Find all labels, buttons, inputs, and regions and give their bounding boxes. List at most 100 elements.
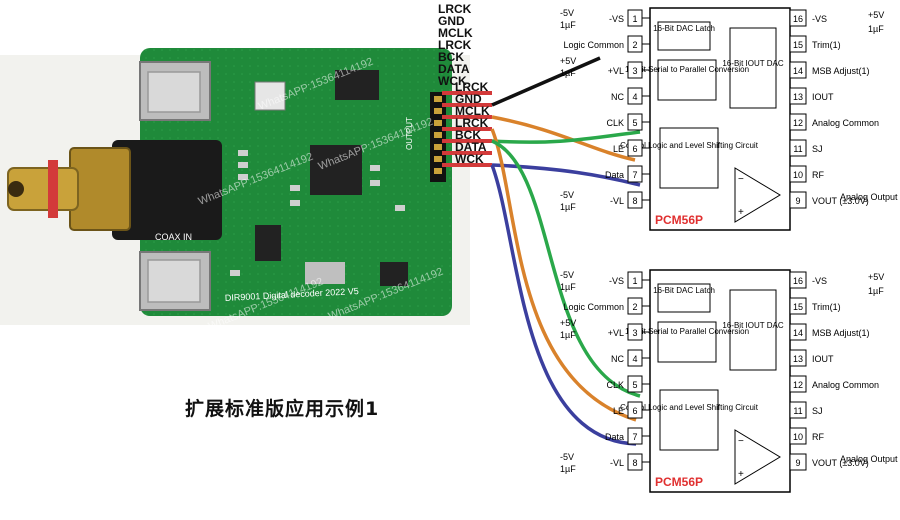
pcm56p-chip-2: − + 16-Bit DAC Latch 16-Bit Serial to Pa… <box>620 269 791 493</box>
pin-number: 16 <box>793 276 803 286</box>
ic <box>335 70 379 100</box>
wire-label: LRCK <box>455 116 489 130</box>
supply-label: 1µF <box>560 20 576 30</box>
pin-box <box>789 323 807 341</box>
pin-stubs <box>442 91 492 167</box>
analog-output-label: Analog Output <box>840 192 898 202</box>
pin-box <box>789 35 807 53</box>
pin-number: 3 <box>632 66 637 76</box>
pin-label: +VL <box>608 66 624 76</box>
pin-label: RF <box>812 170 824 180</box>
wire-label: BCK <box>455 128 481 142</box>
supply-label: -5V <box>560 452 574 462</box>
pin-number: 11 <box>793 144 802 154</box>
pin-box <box>789 191 807 209</box>
pin-label: -VL <box>610 458 624 468</box>
pin-number: 4 <box>632 354 637 364</box>
pin-number: 3 <box>632 328 637 338</box>
pin-label: LE <box>613 406 624 416</box>
pin-label: Logic Common <box>563 302 624 312</box>
output-header <box>430 92 446 182</box>
pin-number: 12 <box>793 118 803 128</box>
latch-label: 16-Bit DAC Latch <box>653 286 715 295</box>
pin-number: 9 <box>795 196 800 206</box>
pin-box <box>789 9 807 27</box>
pcm56p-chip-1: − + 16-Bit DAC Latch 16-Bit Serial to Pa… <box>620 7 791 231</box>
pin-box <box>789 271 807 289</box>
pin-box <box>789 427 807 445</box>
regulator <box>305 262 345 284</box>
supply-label: 1µF <box>560 202 576 212</box>
stacked-label: LRCK <box>438 38 472 52</box>
pin-label: Trim(1) <box>812 40 841 50</box>
analog-output-label: Analog Output <box>840 454 898 464</box>
pin-box <box>789 349 807 367</box>
pin-label: CLK <box>606 118 624 128</box>
pin-number: 1 <box>632 276 637 286</box>
pin-label: RF <box>812 432 824 442</box>
supply-label: -5V <box>560 270 574 280</box>
pin-number: 13 <box>793 354 803 364</box>
svg-text:+: + <box>738 469 744 480</box>
serial-label: 16-Bit Serial to Parallel Conversion <box>625 327 749 336</box>
wire-gnd <box>491 56 601 107</box>
supply-label: -5V <box>560 8 574 18</box>
pin-number: 9 <box>795 458 800 468</box>
pin-label: Analog Common <box>812 118 879 128</box>
wire-data-2 <box>490 164 637 446</box>
pin-number: 5 <box>632 380 637 390</box>
stacked-label: GND <box>438 14 465 28</box>
pin-number: 7 <box>632 432 637 442</box>
pin-number: 14 <box>793 66 803 76</box>
pin-number: 6 <box>632 406 637 416</box>
pin-number: 2 <box>632 40 637 50</box>
pin-box <box>789 297 807 315</box>
supply-label: 1µF <box>868 286 884 296</box>
wire-label: MCLK <box>455 104 490 118</box>
pin-label: Analog Common <box>812 380 879 390</box>
wire-label: LRCK <box>455 80 489 94</box>
coax-label: COAX IN <box>155 232 192 242</box>
pin-number: 15 <box>793 40 803 50</box>
rca-housing <box>112 140 222 240</box>
supply-label: 1µF <box>868 24 884 34</box>
control-label: Control Logic and Level Shifting Circuit <box>620 403 759 412</box>
pin-label: LE <box>613 144 624 154</box>
pin-label: SJ <box>812 144 823 154</box>
pin-number: 7 <box>632 170 637 180</box>
pin-label: -VL <box>610 196 624 206</box>
pin-box <box>789 113 807 131</box>
chip-name: PCM56P <box>655 475 703 489</box>
pin-number: 14 <box>793 328 803 338</box>
svg-text:+: + <box>738 207 744 218</box>
pin-number: 13 <box>793 92 803 102</box>
pin-box <box>789 401 807 419</box>
supply-label: 1µF <box>560 330 576 340</box>
pin-label: SJ <box>812 406 823 416</box>
pin-number: 8 <box>632 458 637 468</box>
pin-number: 8 <box>632 196 637 206</box>
pin-number: 1 <box>632 14 637 24</box>
pcb-board: COAX IN OUTPUT DIR9001 Digital decoder 2… <box>7 48 452 316</box>
pin-box <box>789 87 807 105</box>
pin-number: 12 <box>793 380 803 390</box>
serial-label: 16-Bit Serial to Parallel Conversion <box>625 65 749 74</box>
wire-label: GND <box>455 92 482 106</box>
pin-label: MSB Adjust(1) <box>812 66 870 76</box>
supply-label: +5V <box>868 272 884 282</box>
pin-number: 10 <box>793 432 803 442</box>
wire-clk-2 <box>491 139 641 398</box>
pin-box <box>789 453 807 471</box>
stacked-label: LRCK <box>438 2 472 16</box>
supply-label: 1µF <box>560 68 576 78</box>
dac-label: 16-Bit IOUT DAC <box>722 59 783 68</box>
stacked-label: WCK <box>438 74 467 88</box>
supply-label: +5V <box>560 56 576 66</box>
dac-label: 16-Bit IOUT DAC <box>722 321 783 330</box>
pin-label: NC <box>611 354 624 364</box>
supply-label: +5V <box>868 10 884 20</box>
pin-box <box>789 375 807 393</box>
pin-number: 15 <box>793 302 803 312</box>
svg-text:−: − <box>738 174 744 185</box>
